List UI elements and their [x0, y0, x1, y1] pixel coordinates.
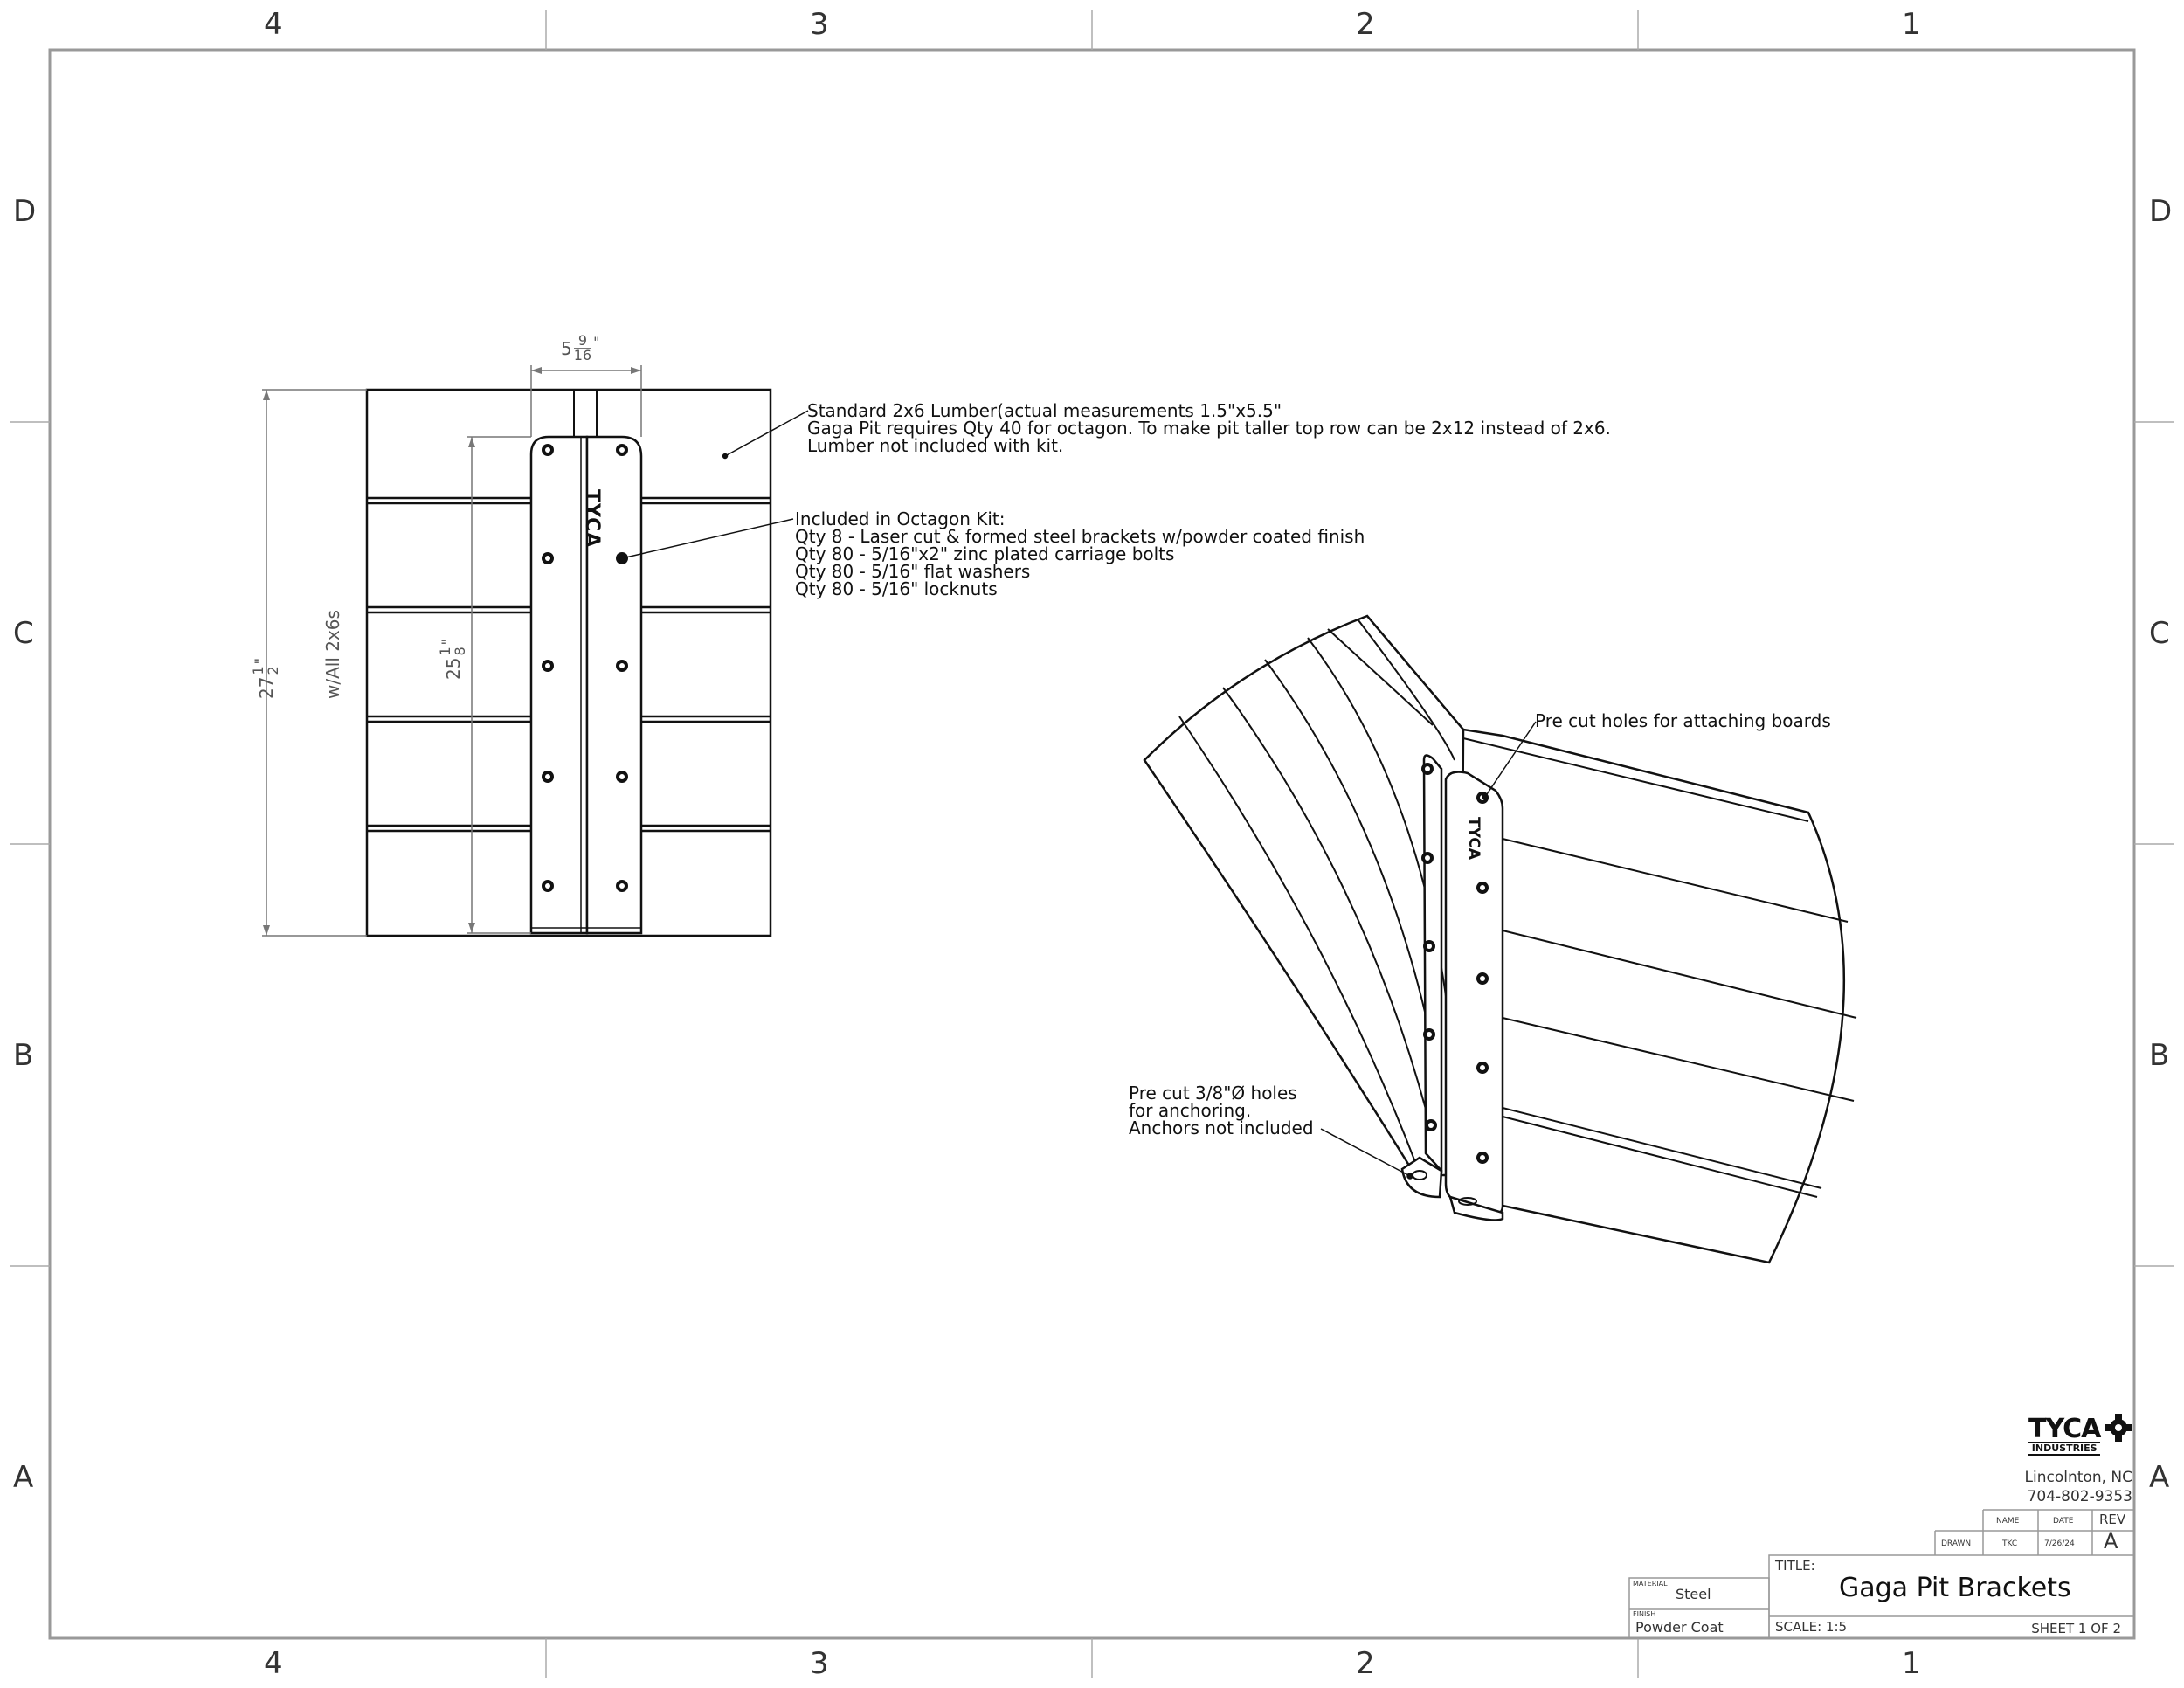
- drawn-date: 7/26/24: [2044, 1539, 2075, 1548]
- lumber-stack: [365, 388, 772, 937]
- kit-note: Included in Octagon Kit: Qty 8 - Laser c…: [795, 510, 1365, 598]
- kit-note-line2: Qty 8 - Laser cut & formed steel bracket…: [795, 526, 1365, 547]
- lumber-note-line2: Gaga Pit requires Qty 40 for octagon. To…: [807, 418, 1611, 439]
- zone-row-left-c: C: [13, 616, 34, 651]
- zone-row-right-d: D: [2149, 194, 2173, 229]
- sheet-number: SHEET 1 OF 2: [2031, 1621, 2121, 1636]
- front-view: [365, 388, 772, 937]
- zone-col-bottom-4: 4: [264, 1646, 283, 1681]
- zone-ticks: [10, 10, 2174, 1678]
- dim-width: 5 9 16 ": [561, 334, 599, 363]
- dim-overall: 27 1 2 " w/All 2x6s: [210, 610, 364, 699]
- right-wall: [1459, 728, 1846, 1264]
- anchor-tab-left: [1400, 1156, 1443, 1199]
- lumber-note-line1: Standard 2x6 Lumber(actual measurements …: [807, 400, 1282, 421]
- drawing-title: Gaga Pit Brackets: [1839, 1573, 2071, 1603]
- zone-row-left-b: B: [13, 1038, 34, 1073]
- kit-note-line5: Qty 80 - 5/16" locknuts: [795, 578, 998, 599]
- anchor-tab-right: [1448, 1195, 1504, 1221]
- zone-col-top-4: 4: [264, 7, 283, 42]
- zone-col-top-1: 1: [1902, 7, 1921, 42]
- dim-width-num: 9: [577, 332, 587, 349]
- kit-note-line1: Included in Octagon Kit:: [795, 508, 1006, 529]
- bracket-front: [529, 435, 589, 935]
- dim-overall-whole: 27: [255, 676, 277, 699]
- dim-width-unit: ": [593, 334, 600, 350]
- material-value: Steel: [1676, 1586, 1711, 1602]
- dim-width-whole: 5: [561, 337, 572, 359]
- dim-overall-num: 1: [250, 666, 266, 675]
- anchor-note: Pre cut 3/8"Ø holes for anchoring. Ancho…: [1129, 1084, 1314, 1137]
- dim-bracket: 25 1 8 ": [437, 639, 468, 680]
- dim-bracket-whole: 25: [442, 657, 464, 680]
- zone-row-left-d: D: [13, 194, 37, 229]
- scale-value: SCALE: 1:5: [1775, 1619, 1848, 1635]
- logo-text: TYCA: [2028, 1414, 2101, 1444]
- zone-row-right-a: A: [2149, 1460, 2170, 1495]
- dim-overall-den: 2: [265, 666, 281, 675]
- finish-value: Powder Coat: [1635, 1619, 1724, 1636]
- dimension-lines: [262, 365, 642, 937]
- company-city: Lincolnton, NC: [2024, 1469, 2132, 1486]
- isometric-view: [1143, 614, 1857, 1264]
- date-header: DATE: [2053, 1517, 2074, 1525]
- lumber-note: Standard 2x6 Lumber(actual measurements …: [807, 402, 1611, 454]
- dim-bracket-unit: ": [439, 639, 455, 646]
- anchor-note-line3: Anchors not included: [1129, 1117, 1314, 1138]
- zone-col-bottom-1: 1: [1902, 1646, 1921, 1681]
- zone-row-right-c: C: [2149, 616, 2170, 651]
- bracket-iso: [1422, 754, 1443, 1174]
- rev-header: REV: [2099, 1512, 2126, 1527]
- zone-col-bottom-2: 2: [1356, 1646, 1375, 1681]
- holes-note: Pre cut holes for attaching boards: [1535, 710, 1831, 731]
- iso-bracket-logo-mark: TYCA: [1465, 817, 1482, 860]
- zone-row-left-a: A: [13, 1460, 34, 1495]
- leader-lines: [619, 410, 809, 562]
- company-logo: TYCA INDUSTRIES: [2028, 1414, 2101, 1456]
- anchor-note-line1: Pre cut 3/8"Ø holes: [1129, 1083, 1297, 1103]
- drawn-name: TKC: [2002, 1539, 2018, 1548]
- zone-col-bottom-3: 3: [810, 1646, 829, 1681]
- lumber-note-line3: Lumber not included with kit.: [807, 435, 1064, 456]
- dim-overall-suffix: w/All 2x6s: [322, 610, 343, 699]
- zone-col-top-3: 3: [810, 7, 829, 42]
- name-header: NAME: [1996, 1517, 2020, 1525]
- kit-note-line4: Qty 80 - 5/16" flat washers: [795, 561, 1031, 582]
- dim-bracket-den: 8: [452, 647, 468, 656]
- finish-label: FINISH: [1633, 1610, 1656, 1618]
- dim-overall-unit: ": [252, 658, 268, 665]
- dim-width-den: 16: [573, 347, 592, 363]
- title-block-lines: [1628, 1509, 2135, 1639]
- bracket-logo-mark: TYCA: [581, 489, 603, 549]
- company-phone: 704-802-9353: [2027, 1488, 2132, 1505]
- dim-bracket-num: 1: [437, 647, 453, 656]
- zone-col-top-2: 2: [1356, 7, 1375, 42]
- anchor-note-line2: for anchoring.: [1129, 1100, 1252, 1121]
- logo-sub: INDUSTRIES: [2028, 1442, 2101, 1456]
- revision-value: A: [2104, 1529, 2118, 1553]
- drawn-label: DRAWN: [1941, 1539, 1972, 1548]
- material-label: MATERIAL: [1633, 1580, 1668, 1588]
- title-label: TITLE:: [1775, 1558, 1815, 1574]
- kit-note-line3: Qty 80 - 5/16"x2" zinc plated carriage b…: [795, 543, 1175, 564]
- zone-row-right-b: B: [2149, 1038, 2170, 1073]
